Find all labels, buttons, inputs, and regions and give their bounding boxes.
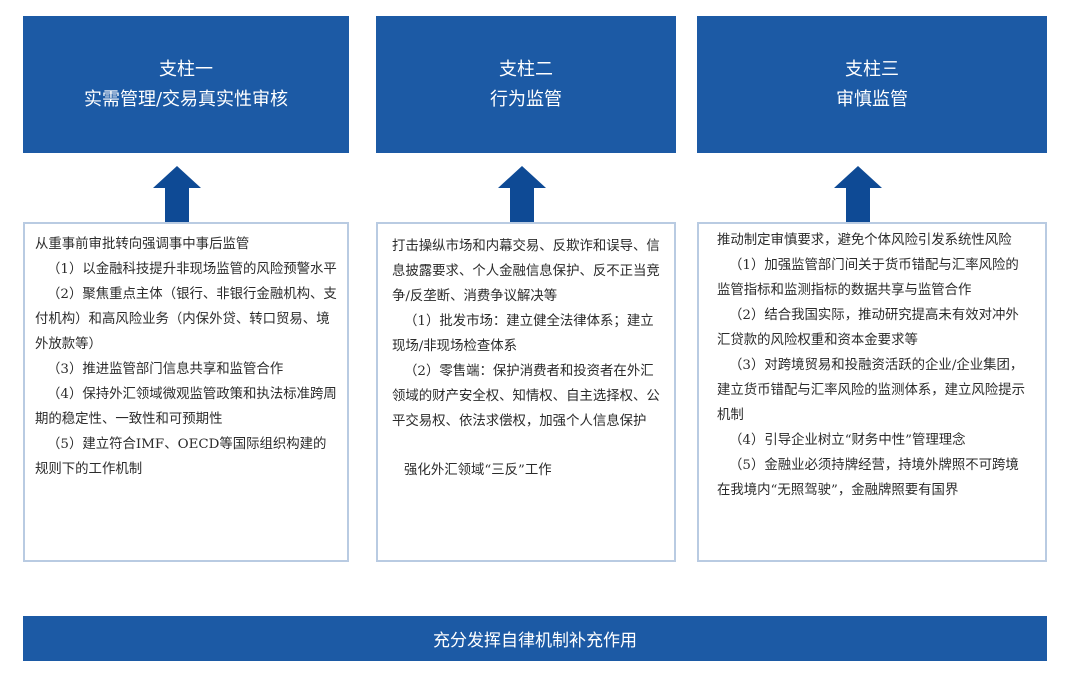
pillar-1-item-2: （2）聚焦重点主体（银行、非银行金融机构、支付机构）和高风险业务（内保外贷、转口… xyxy=(35,287,337,352)
pillar-2-subtitle: 行为监管 xyxy=(490,88,562,110)
pillar-1-subtitle: 实需管理/交易真实性审核 xyxy=(83,88,289,110)
pillar-3-item-3: （3）对跨境贸易和投融资活跃的企业/企业集团，建立货币错配与汇率风险的监测体系，… xyxy=(717,358,1025,423)
pillar-1-item-3: （3）推进监管部门信息共享和监管合作 xyxy=(47,362,284,377)
bottom-bar: 充分发挥自律机制补充作用 xyxy=(23,616,1047,661)
pillar-3-item-2: （2）结合我国实际，推动研究提高未有效对冲外汇贷款的风险权重和资本金要求等 xyxy=(717,308,1019,348)
pillar-3-content: 推动制定审慎要求，避免个体风险引发系统性风险 （1）加强监管部门间关于货币错配与… xyxy=(697,222,1047,562)
pillar-3-intro: 推动制定审慎要求，避免个体风险引发系统性风险 xyxy=(717,233,1012,248)
pillar-1-item-4: （4）保持外汇领域微观监管政策和执法标准跨周期的稳定性、一致性和可预期性 xyxy=(35,387,337,427)
pillar-2-item-1: （1）批发市场：建立健全法律体系；建立现场/非现场检查体系 xyxy=(392,314,654,354)
pillar-1-title: 支柱一 xyxy=(159,58,213,80)
pillar-1-intro: 从重事前审批转向强调事中事后监管 xyxy=(35,237,250,252)
pillar-2-title: 支柱二 xyxy=(499,58,553,80)
pillar-1-item-5: （5）建立符合IMF、OECD等国际组织构建的规则下的工作机制 xyxy=(35,437,327,477)
up-arrow-icon xyxy=(153,166,201,232)
pillar-2: 支柱二 行为监管 打击操纵市场和内幕交易、反欺诈和误导、信息披露要求、个人金融信… xyxy=(376,16,676,562)
pillar-1-header: 支柱一 实需管理/交易真实性审核 xyxy=(23,16,349,153)
pillar-2-footer: 强化外汇领域“三反”工作 xyxy=(404,463,552,478)
pillar-3: 支柱三 审慎监管 推动制定审慎要求，避免个体风险引发系统性风险 （1）加强监管部… xyxy=(697,16,1047,562)
pillar-2-content: 打击操纵市场和内幕交易、反欺诈和误导、信息披露要求、个人金融信息保护、反不正当竞… xyxy=(376,222,676,562)
pillar-2-header: 支柱二 行为监管 xyxy=(376,16,676,153)
pillar-2-intro: 打击操纵市场和内幕交易、反欺诈和误导、信息披露要求、个人金融信息保护、反不正当竞… xyxy=(392,239,660,304)
up-arrow-icon xyxy=(498,166,546,232)
pillar-1-content: 从重事前审批转向强调事中事后监管 （1）以金融科技提升非现场监管的风险预警水平 … xyxy=(23,222,349,562)
up-arrow-icon xyxy=(834,166,882,232)
pillar-3-subtitle: 审慎监管 xyxy=(836,88,908,110)
pillar-3-item-1: （1）加强监管部门间关于货币错配与汇率风险的监管指标和监测指标的数据共享与监管合… xyxy=(717,258,1019,298)
pillar-3-title: 支柱三 xyxy=(845,58,899,80)
pillar-3-header: 支柱三 审慎监管 xyxy=(697,16,1047,153)
pillar-3-item-4: （4）引导企业树立“财务中性”管理理念 xyxy=(729,433,966,448)
pillar-3-item-5: （5）金融业必须持牌经营，持境外牌照不可跨境在我境内“无照驾驶”，金融牌照要有国… xyxy=(717,458,1019,498)
pillar-1-item-1: （1）以金融科技提升非现场监管的风险预警水平 xyxy=(47,262,337,277)
pillar-2-item-2: （2）零售端：保护消费者和投资者在外汇领域的财产安全权、知情权、自主选择权、公平… xyxy=(392,364,660,429)
pillar-1: 支柱一 实需管理/交易真实性审核 从重事前审批转向强调事中事后监管 （1）以金融… xyxy=(23,16,349,562)
